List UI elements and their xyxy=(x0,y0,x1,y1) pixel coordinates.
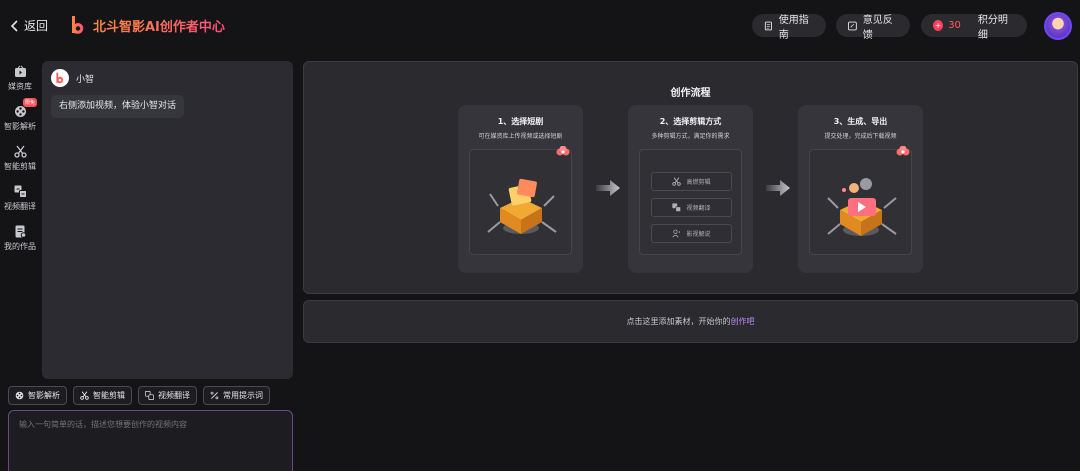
feedback-label: 意见反馈 xyxy=(862,14,893,41)
rail-label: 视频翻译 xyxy=(4,201,36,211)
percent-icon xyxy=(210,391,219,400)
bot-message: 右侧添加视频，体验小智对话 xyxy=(51,95,185,118)
works-icon xyxy=(15,225,26,238)
chevron-left-icon xyxy=(10,19,18,32)
chip-label: 视频翻译 xyxy=(158,391,190,400)
prompt-input[interactable] xyxy=(8,410,293,471)
chip-label: 常用提示词 xyxy=(223,391,263,400)
flower-badge-icon xyxy=(896,146,910,156)
guide-button[interactable]: 使用指南 xyxy=(752,14,826,41)
open-box-illustration xyxy=(487,178,557,234)
chat-panel: 小智 右侧添加视频，体验小智对话 xyxy=(42,61,293,379)
rail-item-analysis[interactable]: 限免 智影解析 xyxy=(0,98,40,138)
scissors-icon xyxy=(80,391,89,400)
brand-logo-icon xyxy=(56,72,64,84)
brand: 北斗智影AI创作者中心 xyxy=(69,15,225,35)
workflow-panel: 创作流程 1、选择短剧 可在媒资库上传视频或选择短剧 2、选择剪辑方式 多种剪辑… xyxy=(303,61,1078,294)
bot-avatar xyxy=(51,69,69,87)
step-subtitle: 可在媒资库上传视频或选择短剧 xyxy=(478,133,563,140)
step-subtitle: 提交处理，完成后下载视频 xyxy=(824,133,897,140)
chip-smart-edit[interactable]: 智能剪辑 xyxy=(73,386,132,405)
free-badge: 限免 xyxy=(23,98,38,107)
film-reel-icon xyxy=(14,105,26,117)
rail-label: 智能剪辑 xyxy=(4,161,36,171)
rail-item-smart-edit[interactable]: 智能剪辑 xyxy=(0,138,40,178)
step-title: 1、选择短剧 xyxy=(497,117,544,126)
bot-header: 小智 xyxy=(51,69,94,87)
translate-icon xyxy=(145,391,154,400)
rail-item-translate[interactable]: 视频翻译 xyxy=(0,178,40,218)
film-reel-icon xyxy=(15,391,24,400)
person-voice-icon xyxy=(672,229,681,238)
rail-item-media-library[interactable]: 媒资库 xyxy=(0,58,40,98)
step-card-export[interactable]: 3、生成、导出 提交处理，完成后下载视频 xyxy=(798,105,923,273)
option-commentary[interactable]: 影视解说 xyxy=(651,224,732,243)
add-material-button[interactable]: 点击这里添加素材，开始你的创作吧 xyxy=(303,300,1078,343)
translate-icon xyxy=(672,203,682,212)
workflow-title: 创作流程 xyxy=(670,88,711,99)
add-material-accent: 创作吧 xyxy=(730,317,755,326)
add-material-main: 点击这里添加素材，开始你的 xyxy=(626,317,731,326)
chip-label: 智影解析 xyxy=(28,391,60,400)
points-button[interactable]: + 30 积分明细 xyxy=(921,14,1027,41)
document-icon xyxy=(764,21,772,30)
bot-name: 小智 xyxy=(76,74,95,85)
back-label: 返回 xyxy=(24,19,49,33)
chip-prompts[interactable]: 常用提示词 xyxy=(203,386,270,405)
rail-label: 媒资库 xyxy=(8,81,32,91)
rail-label: 我的作品 xyxy=(4,241,36,251)
points-value: 30 xyxy=(948,20,961,31)
step-card-select-drama[interactable]: 1、选择短剧 可在媒资库上传视频或选择短剧 xyxy=(458,105,583,273)
user-avatar[interactable] xyxy=(1044,12,1072,40)
option-label: 视频翻译 xyxy=(686,205,711,212)
step-subtitle: 多种剪辑方式，满足你的需求 xyxy=(651,133,730,140)
chip-translate[interactable]: 视频翻译 xyxy=(138,386,197,405)
video-box-illustration xyxy=(827,178,897,236)
arrow-right-icon xyxy=(766,180,790,196)
add-material-text: 点击这里添加素材，开始你的创作吧 xyxy=(627,316,755,327)
edit-note-icon xyxy=(848,21,857,30)
points-label: 积分明细 xyxy=(977,14,1008,41)
option-label: 高燃剪辑 xyxy=(686,179,711,186)
translate-icon xyxy=(14,185,27,198)
rail-label: 智影解析 xyxy=(4,121,36,131)
points-coin-icon: + xyxy=(933,20,944,31)
media-library-icon xyxy=(14,65,26,77)
back-button[interactable]: 返回 xyxy=(10,17,48,34)
step-title: 2、选择剪辑方式 xyxy=(659,117,722,126)
edit-options-frame: 高燃剪辑 视频翻译 影视解说 xyxy=(639,149,742,255)
option-video-translate[interactable]: 视频翻译 xyxy=(651,198,732,217)
arrow-right-icon xyxy=(596,180,620,196)
top-header: 返回 北斗智影AI创作者中心 使用指南 意见反馈 + 30 积分明细 xyxy=(0,0,1080,52)
brand-logo-icon xyxy=(72,16,84,34)
option-label: 影视解说 xyxy=(686,231,711,238)
option-highlight-edit[interactable]: 高燃剪辑 xyxy=(651,172,732,191)
step-card-edit-mode[interactable]: 2、选择剪辑方式 多种剪辑方式，满足你的需求 高燃剪辑 视频翻译 影视解说 xyxy=(628,105,753,273)
guide-label: 使用指南 xyxy=(778,14,809,41)
chip-analysis[interactable]: 智影解析 xyxy=(8,386,67,405)
flower-badge-icon xyxy=(556,146,570,156)
feedback-button[interactable]: 意见反馈 xyxy=(836,14,910,41)
step-illustration-frame xyxy=(809,149,912,255)
quick-chips: 智影解析 智能剪辑 视频翻译 常用提示词 xyxy=(8,386,270,405)
rail-item-my-works[interactable]: 我的作品 xyxy=(0,218,40,258)
step-title: 3、生成、导出 xyxy=(833,117,888,126)
scissors-icon xyxy=(13,145,27,158)
app-title: 北斗智影AI创作者中心 xyxy=(93,16,225,35)
chip-label: 智能剪辑 xyxy=(93,391,125,400)
left-nav-rail: 媒资库 限免 智影解析 智能剪辑 视频翻译 我的作品 xyxy=(0,58,40,258)
step-illustration-frame xyxy=(469,149,572,255)
scissors-icon xyxy=(672,177,682,186)
